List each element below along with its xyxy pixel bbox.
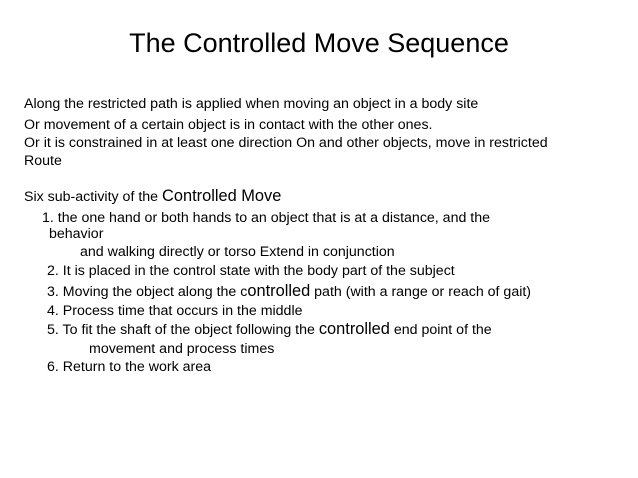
list-item-6: 6. Return to the work area (47, 359, 212, 375)
list-item-5-emphasis: controlled (318, 320, 390, 338)
list-item-3-post: path (with a range or reach of gait) (310, 284, 532, 300)
subheading-prefix: Six sub-activity of the (24, 189, 162, 205)
intro-line-3: Or it is constrained in at least one dir… (24, 135, 548, 151)
list-item-5: 5. To fit the shaft of the object follow… (47, 320, 492, 339)
intro-line-2: Or movement of a certain object is in co… (24, 117, 433, 133)
list-item-3-pre: 3. Moving the object along the c (47, 284, 248, 300)
slide-title: The Controlled Move Sequence (129, 28, 509, 58)
list-item-3: 3. Moving the object along the controlle… (47, 282, 531, 301)
list-item-1: 1. the one hand or both hands to an obje… (42, 210, 491, 226)
list-item-5-post: end point of the (389, 322, 492, 338)
list-item-5-pre: 5. To fit the shaft of the object follow… (47, 322, 319, 338)
intro-line-1: Along the restricted path is applied whe… (24, 96, 479, 112)
subheading-emphasis: Controlled Move (162, 187, 282, 205)
subheading: Six sub-activity of the Controlled Move (24, 187, 281, 206)
list-item-2: 2. It is placed in the control state wit… (47, 263, 455, 279)
list-item-5-cont: movement and process times (89, 341, 275, 357)
list-item-4: 4. Process time that occurs in the middl… (47, 303, 303, 319)
list-item-1-cont: behavior (49, 226, 104, 242)
intro-line-4: Route (24, 153, 62, 169)
list-item-1-cont2: and walking directly or torso Extend in … (80, 244, 395, 260)
list-item-3-emphasis: ontrolled (247, 282, 311, 300)
